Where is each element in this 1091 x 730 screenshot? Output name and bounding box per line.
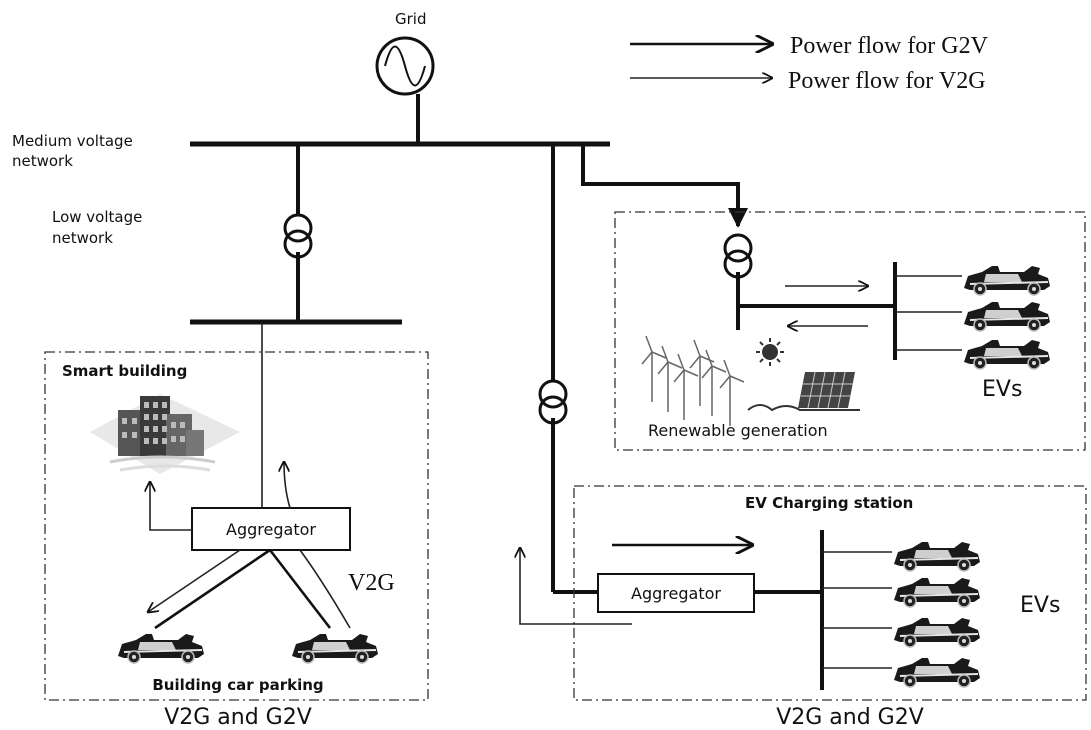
legend-g2v: Power flow for G2V: [790, 33, 989, 59]
race-car-icon: [893, 657, 981, 688]
building-aggregator-label: Aggregator: [226, 520, 316, 539]
low-voltage-label: Low voltage: [52, 208, 142, 226]
low-voltage-label-2: network: [52, 229, 113, 247]
renewable-title: Renewable generation: [648, 421, 828, 440]
v2g-label: V2G: [348, 570, 395, 596]
solar-panel-icon: [747, 371, 860, 412]
building-parking-label: Building car parking: [152, 676, 323, 694]
wind-turbine-icon: [641, 335, 745, 427]
legend-v2g: Power flow for V2G: [788, 68, 986, 94]
renewable-evs-label: EVs: [982, 377, 1022, 402]
medium-voltage-label: Medium voltage: [12, 132, 133, 150]
race-car-icon: [291, 633, 379, 664]
race-car-icon: [893, 577, 981, 608]
ac-source-icon: [375, 36, 435, 96]
race-car-icon: [963, 265, 1051, 296]
grid-label: Grid: [395, 10, 426, 28]
race-car-icon: [117, 633, 205, 664]
building-icon: [90, 394, 240, 474]
station-evs-label: EVs: [1020, 593, 1060, 618]
legend: Power flow for G2V Power flow for V2G: [630, 33, 989, 94]
transformer-icon: [538, 379, 568, 425]
building-aggregator-box: [191, 507, 351, 551]
renewable-frame: [614, 211, 1086, 451]
race-car-icon: [893, 541, 981, 572]
transformer-icon: [723, 233, 753, 279]
medium-voltage-label-2: network: [12, 152, 73, 170]
sun-icon: [756, 338, 784, 366]
race-car-icon: [963, 301, 1051, 332]
transformer-icon: [283, 213, 313, 259]
building-caption: V2G and G2V: [164, 705, 312, 730]
smart-building-frame: [44, 351, 429, 701]
charging-station-title: EV Charging station: [745, 494, 913, 512]
charging-station-frame: [573, 485, 1087, 701]
smart-building-title: Smart building: [62, 362, 187, 380]
race-car-icon: [963, 339, 1051, 370]
station-aggregator-box: [597, 573, 755, 613]
race-car-icon: [893, 617, 981, 648]
station-caption: V2G and G2V: [776, 705, 924, 730]
station-aggregator-label: Aggregator: [631, 584, 721, 603]
